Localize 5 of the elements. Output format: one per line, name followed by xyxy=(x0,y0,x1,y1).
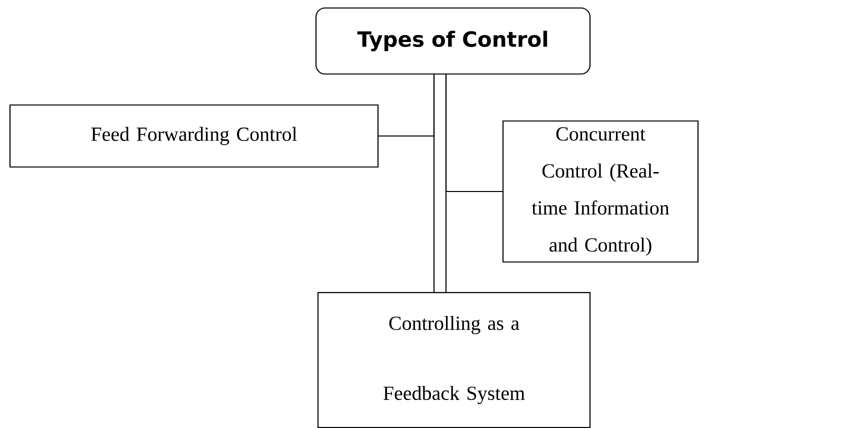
title-box: Types of Control xyxy=(315,7,591,75)
category-box: Concurrent Control (Real-time Information and Control) xyxy=(502,120,699,263)
category-box: Feed Forwarding Control xyxy=(9,104,379,168)
category-box: Controlling as a Feedback System xyxy=(317,292,591,428)
connector-line xyxy=(433,74,447,293)
